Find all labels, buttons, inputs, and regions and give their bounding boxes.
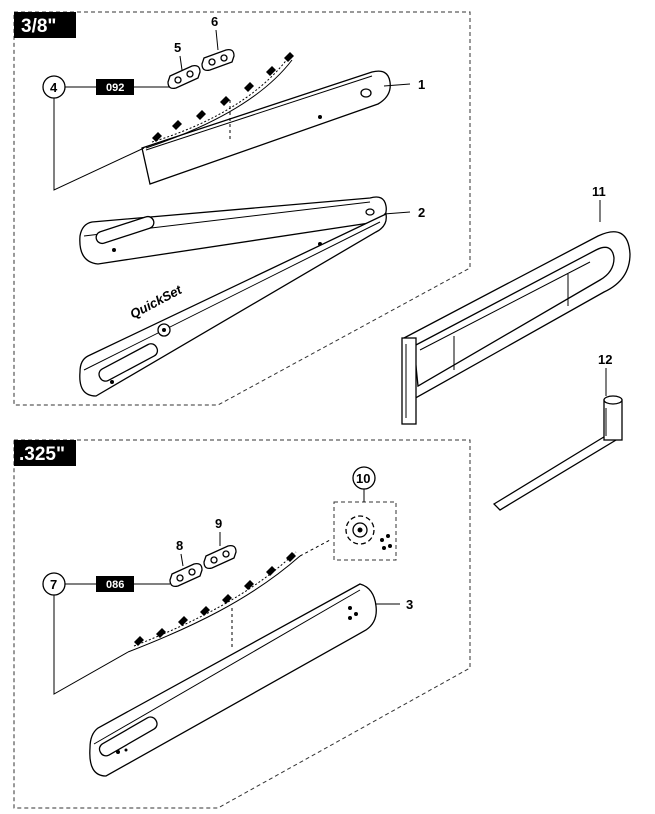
tie-strap-8 — [169, 562, 203, 588]
callout-10: 10 — [356, 471, 370, 486]
callout-1: 1 — [418, 77, 425, 92]
callout-8: 8 — [176, 538, 183, 553]
saw-chain-3-8 — [145, 52, 294, 149]
chain-code-086: 086 — [106, 579, 124, 591]
callout-4: 4 — [50, 80, 58, 95]
callout-7: 7 — [50, 577, 57, 592]
section-3-8-boundary — [13, 11, 471, 406]
saw-chain-325 — [127, 539, 331, 653]
guide-bar-1 — [141, 70, 391, 185]
section-325: .325" — [13, 439, 471, 809]
chain-code-tag-086 — [96, 576, 134, 592]
tie-strap-6 — [201, 48, 235, 72]
callout-11: 11 — [592, 184, 606, 199]
callout-12: 12 — [598, 352, 612, 367]
callout-6: 6 — [211, 14, 218, 29]
chain-code-tag-092 — [96, 79, 134, 95]
section-325-boundary — [13, 439, 471, 809]
guide-bar-3 — [89, 583, 377, 777]
guide-bar-2 — [79, 196, 387, 265]
section-3-8-label: 3/8" — [21, 16, 56, 37]
section-3-8-badge — [14, 12, 76, 38]
section-3-8: 3/8" — [13, 11, 471, 406]
sprocket-10-box — [333, 501, 397, 561]
callout-3: 3 — [406, 597, 413, 612]
callout-2: 2 — [418, 205, 425, 220]
section-325-badge — [14, 440, 76, 466]
scrench-12 — [492, 395, 623, 511]
tie-strap-9 — [203, 544, 237, 570]
callout-5: 5 — [174, 40, 181, 55]
callout-9: 9 — [215, 516, 222, 531]
sprocket-10 — [333, 501, 397, 561]
section-325-label: .325" — [19, 444, 65, 465]
tie-strap-5 — [167, 64, 201, 90]
scabbard-11 — [401, 231, 631, 425]
chain-code-092: 092 — [106, 82, 124, 94]
